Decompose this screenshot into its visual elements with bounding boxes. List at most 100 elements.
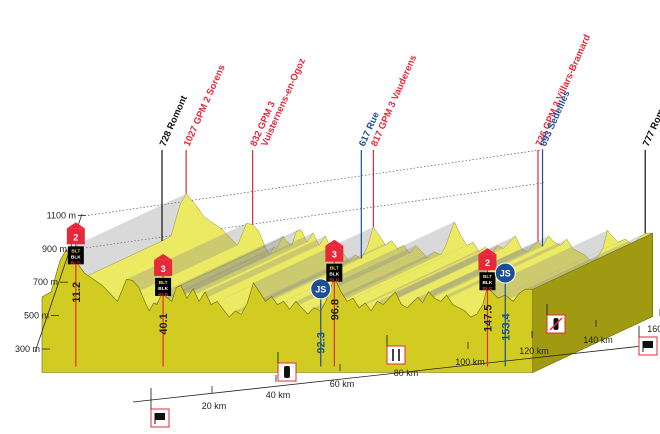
- profile-slope-shade: [491, 235, 619, 299]
- marker-km-label: 11.2: [71, 282, 83, 303]
- profile-slope-shade: [117, 223, 247, 302]
- sprint-marker: JS 92.3: [310, 278, 332, 367]
- bottle-shape: [284, 366, 290, 378]
- poi-label: 777 Romont: [641, 93, 660, 148]
- x-tick-label: 100 km: [455, 357, 485, 367]
- profile-slope-shade: [340, 235, 468, 302]
- climb-category-badge: [478, 254, 497, 271]
- profile-slope-shade: [60, 193, 187, 261]
- profile-slope-shade: [156, 235, 283, 305]
- marker-km-label: 147.5: [482, 304, 494, 332]
- profile-slope-shade: [353, 242, 480, 308]
- profile-slope-shade: [253, 226, 380, 292]
- profile-slope-shade: [505, 239, 634, 302]
- sponsor-logo: [67, 246, 84, 265]
- marker-km-label: 153.4: [500, 312, 512, 340]
- profile-slope-shade: [199, 235, 326, 302]
- start-flag-icon: [150, 388, 170, 428]
- poi-label: 817 GPM 3 Vauderens: [369, 54, 419, 149]
- sponsor-logo-text: BLT: [483, 274, 492, 280]
- x-tick-label: 140 km: [583, 335, 613, 345]
- sprint-badge-icon: [310, 278, 332, 300]
- profile-slope-shade: [211, 245, 338, 305]
- y-tick-label: 700 m: [33, 277, 58, 287]
- profile-slope-shade: [413, 241, 538, 302]
- profile-slope-shade: [383, 242, 510, 305]
- profile-slope-shade: [325, 221, 455, 302]
- prohibit-line: [549, 317, 563, 331]
- reference-line: [78, 182, 545, 250]
- climb-category-label: 2: [73, 232, 78, 242]
- icon-frame: [386, 345, 406, 365]
- profile-slope-shade: [66, 193, 196, 261]
- sponsor-logo: [155, 277, 172, 296]
- profile-slope-shade: [217, 245, 344, 310]
- x-tick-label: 20 km: [202, 401, 227, 411]
- poi-label: 1027 GPM 2 Sorens: [182, 63, 228, 148]
- no-bottle-icon: [546, 304, 566, 334]
- sprint-badge-label: JS: [315, 284, 326, 294]
- climb-category-label: 3: [332, 250, 337, 260]
- x-axis-line: [132, 345, 643, 403]
- drinks-bottle-icon: [277, 352, 297, 382]
- profile-slope-shade: [482, 230, 608, 305]
- sponsor-logo: [479, 272, 496, 291]
- sponsor-logo-text: BLK: [71, 254, 81, 260]
- profile-front-face: [41, 249, 534, 373]
- sponsor-logo-text: BLT: [71, 248, 80, 254]
- profile-slope-shade: [407, 245, 534, 308]
- x-tick-label: 80 km: [394, 368, 419, 378]
- x-tick-label: 40 km: [266, 390, 291, 400]
- profile-slope-shade: [417, 241, 543, 303]
- profile-slope-shade: [111, 239, 238, 302]
- profile-slope-shade: [334, 221, 461, 292]
- profile-end-face: [532, 232, 654, 373]
- profile-slope-shade: [487, 230, 612, 292]
- profile-slope-shade: [153, 246, 277, 305]
- climb-category-badge: [325, 245, 344, 262]
- profile-slope-shade: [320, 245, 446, 311]
- x-tick-label: 120 km: [519, 346, 549, 356]
- climb-peak-icon: [325, 239, 344, 246]
- profile-slope-shade: [347, 242, 474, 302]
- y-tick-label: 1100 m: [47, 210, 76, 220]
- y-tick-label: 300 m: [15, 344, 40, 354]
- profile-slope-shade: [193, 232, 320, 302]
- sponsor-logo-text: BLD: [158, 292, 168, 298]
- sponsor-logo-text: BLK: [329, 272, 339, 278]
- climb-category-badge: [154, 259, 173, 276]
- route-icons: [150, 304, 658, 428]
- climb-peak-icon: [154, 253, 173, 260]
- reference-line: [87, 149, 545, 216]
- sponsor-logo-text: BLK: [158, 286, 168, 292]
- profile-slope-shade: [313, 251, 441, 311]
- profile-slope-shade: [205, 235, 332, 305]
- climb-peak-icon: [478, 248, 497, 255]
- flag-shape: [643, 341, 653, 348]
- sponsor-logo-text: BLD: [483, 286, 493, 292]
- profile-slope-shade: [371, 245, 498, 311]
- profile-slope-shade: [51, 204, 181, 292]
- marker-km-label: 92.3: [316, 332, 328, 353]
- sponsor-logo: [326, 263, 343, 282]
- markers: 2BLTBLKBLD11.23BLTBLKBLD40.1JS92.33BLTBL…: [66, 222, 516, 367]
- x-tick-label: 160 km: [647, 324, 660, 334]
- profile-slope-shade: [162, 235, 286, 297]
- sprint-badge-icon: [494, 262, 516, 284]
- y-tick-label: 900 m: [42, 244, 67, 254]
- profile-slope-shade: [84, 216, 214, 280]
- marker-km-label: 96.8: [329, 299, 341, 320]
- profile-slope-shade: [93, 223, 223, 286]
- climb-peak-icon: [66, 222, 85, 229]
- sponsor-logo-text: BLT: [330, 266, 339, 272]
- sponsor-logo-text: BLD: [71, 260, 81, 266]
- feed-zone-icon: [386, 335, 406, 365]
- profile-slope-shade: [186, 232, 313, 299]
- profile-slope-shade: [377, 245, 504, 305]
- elevation-profile: [41, 193, 654, 373]
